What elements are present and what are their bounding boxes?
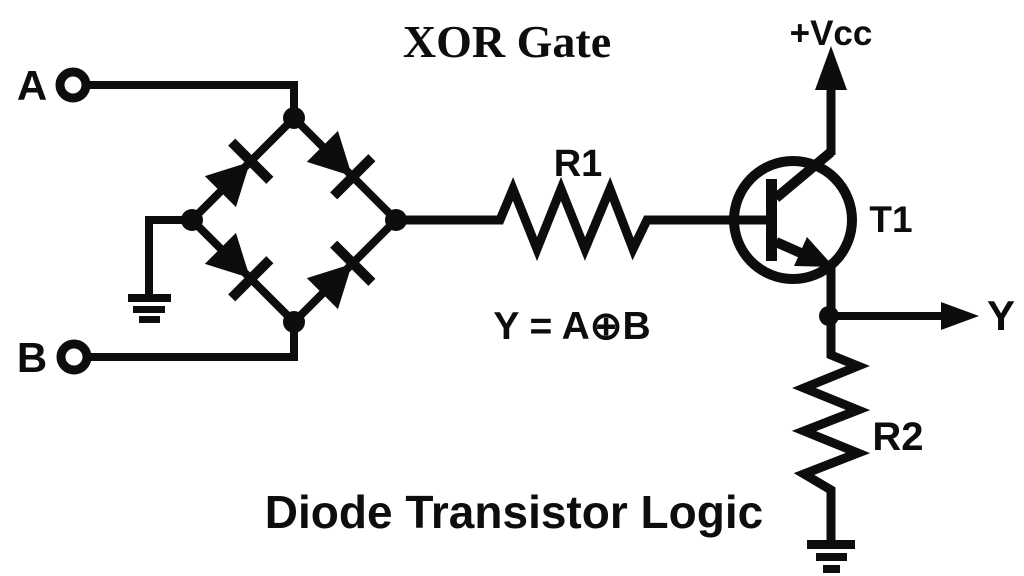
transistor-t1 [729,148,857,284]
ground-right-bar3 [823,565,840,573]
diode-d1-cathode-bar [228,138,274,184]
diode-d4-triangle [306,263,353,310]
ground-left-bar2 [133,306,165,313]
resistor-r2-zigzag [791,316,871,542]
output-label: Y [987,292,1015,339]
input-b-label: B [17,334,47,381]
ground-left-icon [128,294,171,323]
resistor-r1-zigzag [396,176,766,262]
diode-d3-cathode-bar [228,256,274,302]
equation-label: Y = A⊕B [493,305,650,348]
transistor-body-circle [729,156,857,284]
diode-d2-triangle [306,130,353,177]
output-arrowhead-icon [941,302,979,330]
diode-d2 [306,130,376,200]
diode-d3 [204,232,274,302]
resistor-r1-label: R1 [554,143,603,185]
transistor-collector-line [772,148,835,202]
input-a-terminal [55,67,91,103]
diode-d4 [306,240,376,310]
input-b-terminal [56,339,92,375]
junction-dot-right [385,209,407,231]
ground-left-bar1 [128,294,171,302]
page-title: XOR Gate [403,16,611,67]
transistor-emitter-arrowhead [794,237,834,267]
diode-d3-triangle [204,232,251,279]
junction-dot-top [283,107,305,129]
ground-right-icon [807,540,855,573]
caption-label: Diode Transistor Logic [265,486,763,538]
input-a-wire [90,81,298,118]
vcc-label: +Vcc [790,14,873,53]
ground-left-bar3 [139,316,160,323]
junction-dot-left [181,209,203,231]
ground-right-bar2 [816,553,847,561]
wires [90,81,399,361]
diode-d4-cathode-bar [330,240,376,286]
diode-bridge [204,130,376,310]
diode-d1-triangle [204,161,251,208]
diode-d2-cathode-bar [330,154,376,200]
diode-d1 [204,138,274,208]
input-b-wire [91,322,298,361]
input-a-label: A [17,62,47,109]
transistor-t1-label: T1 [869,199,912,240]
ground-right-bar1 [807,540,855,549]
junction-dot-bottom [283,311,305,333]
left-ground-wire [145,216,192,296]
transistor-base-bar [766,179,777,261]
vcc-arrowhead-icon [815,46,847,90]
resistor-r2-label: R2 [872,415,923,459]
